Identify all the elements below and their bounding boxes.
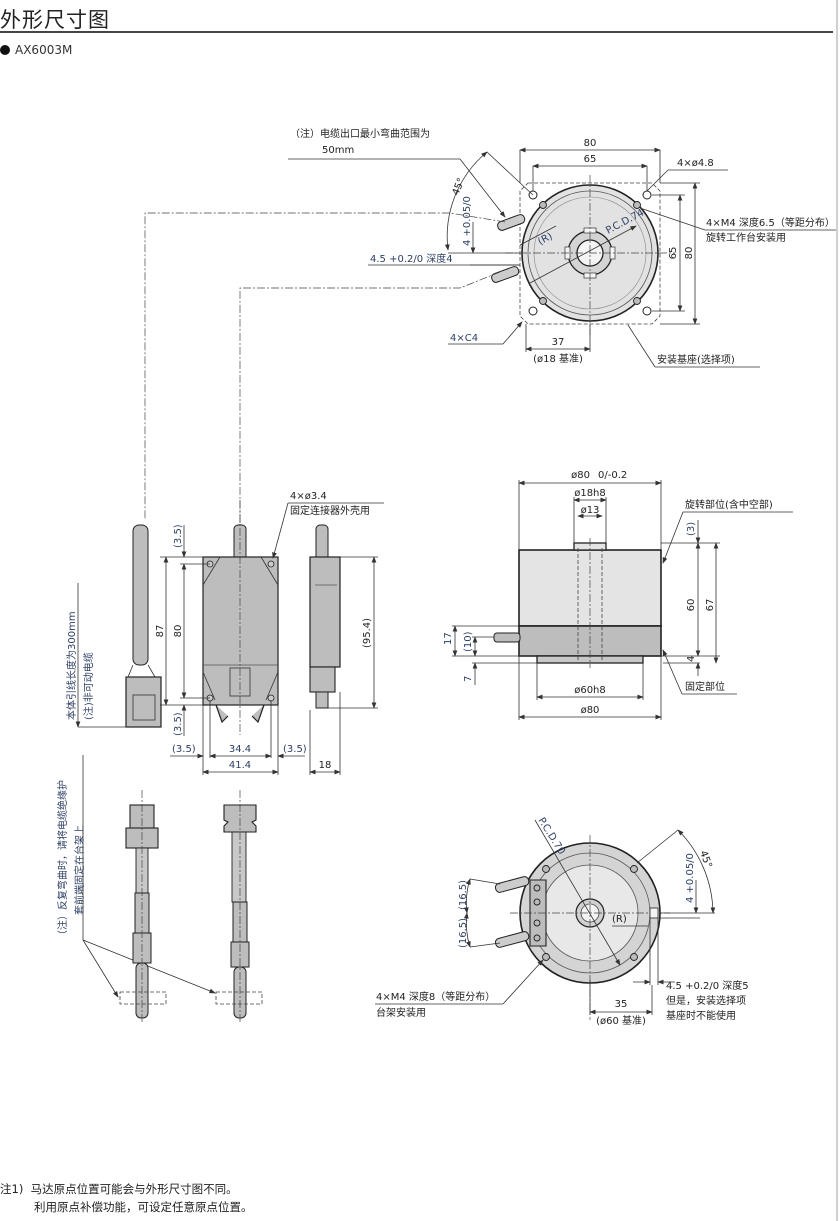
- bottom-tapped-hole: [542, 953, 550, 961]
- dim-3-5-bottom: (3.5): [173, 712, 184, 736]
- mounting-base-outline: [519, 182, 661, 325]
- r-mark-bottom: (R): [612, 914, 627, 925]
- dim-41-4: 41.4: [229, 760, 251, 771]
- housing-holes-label: 4×ø3.4: [290, 491, 327, 502]
- tapped-holes-use-label: 旋转工作台安装用: [706, 231, 786, 244]
- bottom-cable-stub: [494, 931, 530, 948]
- dim-80-width: 80: [584, 138, 597, 149]
- tapped-hole: [633, 201, 641, 209]
- dim-16-5-b: (16.5): [458, 918, 469, 948]
- dim-7: 7: [463, 676, 474, 682]
- cable-stub-side: [315, 524, 329, 561]
- model-label: AX6003M: [0, 43, 72, 57]
- tapped-hole: [539, 297, 547, 305]
- dim-60: 60: [686, 599, 697, 612]
- bottom-tapped-hole: [542, 865, 550, 873]
- side-view: ø80 0/-0.2 ø18h8 ø13 旋转部位(含中空部) 60 67 (3…: [443, 470, 793, 720]
- fixed-part-label: 固定部位: [685, 680, 725, 693]
- bottom-tapped-hole: [630, 953, 638, 961]
- side-cable-stub: [493, 632, 521, 643]
- housing-hole: [267, 560, 275, 568]
- footnote-line1: 马达原点位置可能会与外形尺寸图不同。: [30, 1182, 238, 1196]
- angle-45-top: 45°: [451, 177, 468, 198]
- chamfer-label: 4×C4: [450, 333, 478, 344]
- page-edge-divider: [836, 0, 838, 1221]
- dim-18: 18: [319, 760, 332, 771]
- dim-87: 87: [155, 625, 166, 638]
- pcd-70-label: P.C.D.70: [535, 816, 566, 857]
- base-hole: [642, 190, 652, 200]
- dim-17: 17: [443, 632, 454, 645]
- ref-18: (ø18 基准): [533, 352, 583, 365]
- key-tol-top: 4 +0.05/0: [462, 196, 473, 246]
- dia-80-bottom: ø80: [581, 705, 600, 716]
- dim-3-5-right: (3.5): [283, 744, 307, 755]
- bullet-icon: [0, 45, 10, 55]
- cable-stub: [491, 266, 520, 283]
- dia-18h8: ø18h8: [574, 488, 606, 499]
- dim-3-5-top: (3.5): [173, 524, 184, 548]
- dim-10: (10): [463, 631, 474, 652]
- tapped-holes-label: 4×M4 深度6.5（等距分布）: [706, 216, 835, 229]
- bottom-tapped-hole: [630, 865, 638, 873]
- dim-80-connector: 80: [173, 625, 184, 638]
- bottom-cable-stub: [494, 876, 530, 893]
- cable-note-line1: （注）反复弯曲时，请将电缆绝缘护: [56, 780, 69, 940]
- connector-plug: [125, 676, 162, 728]
- housing-holes-use: 固定连接器外壳用: [290, 504, 370, 517]
- dia-60h8: ø60h8: [574, 685, 606, 696]
- bottom-key-note-1: 但是，安装选择项: [666, 994, 746, 1007]
- cable-stub: [497, 214, 526, 231]
- footnote: 注1) 马达原点位置可能会与外形尺寸图不同。 利用原点补偿功能，可设定任意原点位…: [0, 1180, 253, 1216]
- dia-13: ø13: [581, 505, 600, 516]
- key-slot-top: 4.5 +0.2/0 深度4: [370, 252, 453, 265]
- ref-60: (ø60 基准): [596, 1014, 646, 1027]
- cable-bend-note: （注）电缆出口最小弯曲范围为: [290, 127, 430, 140]
- dim-80-height: 80: [684, 247, 695, 260]
- dim-35: 35: [615, 999, 628, 1010]
- dia-80-tol: 0/-0.2: [598, 470, 627, 481]
- connector-views: 本体引线长度为300mm (注)非可动电缆 4×ø3.4 固定连接器外壳用 87: [65, 491, 384, 775]
- cable-note-line2: 套前端固定在台架上: [73, 825, 86, 915]
- connector-housing-front: [202, 556, 279, 706]
- dim-3-5-left: (3.5): [172, 744, 196, 755]
- base-hole: [642, 306, 652, 316]
- page-title: 外形尺寸图: [0, 8, 110, 32]
- cable-length-note: 本体引线长度为300mm: [65, 611, 78, 720]
- base-hole: [528, 306, 538, 316]
- model-name: AX6003M: [15, 43, 73, 57]
- tapped-hole: [633, 297, 641, 305]
- base-holes-label: 4×ø4.8: [677, 158, 714, 169]
- footnote-line2: 利用原点补偿功能，可设定任意原点位置。: [34, 1200, 253, 1214]
- title-divider: [0, 31, 833, 33]
- dim-34-4: 34.4: [229, 744, 251, 755]
- base-option-label: 安装基座(选择项): [657, 353, 735, 366]
- dim-65-height: 65: [668, 247, 679, 260]
- bottom-tapped-holes-use: 台架安装用: [376, 1006, 426, 1019]
- dim-65-width: 65: [584, 154, 597, 165]
- connector-housing-side: [309, 556, 341, 668]
- tapped-hole: [539, 201, 547, 209]
- dia-80-top: ø80: [571, 470, 590, 481]
- bottom-tapped-holes-label: 4×M4 深度8（等距分布）: [376, 990, 495, 1003]
- dim-3: (3): [686, 522, 697, 536]
- top-view: P.C.D.74 (R) 80 65 65 80 4×ø4.8 4×M4 深度6…: [144, 127, 836, 525]
- dim-4: 4: [686, 656, 697, 662]
- bottom-view: P.C.D.70 (R) 45° 4 +0.05/0 (16.5) (16.5)…: [375, 816, 749, 1027]
- key-tol-bottom: 4 +0.05/0: [685, 853, 696, 903]
- cable-body: [132, 524, 149, 666]
- cable-views: （注）反复弯曲时，请将电缆绝缘护 套前端固定在台架上: [56, 755, 263, 1022]
- angle-45-bottom: 45°: [697, 849, 713, 869]
- dim-37: 37: [552, 337, 565, 348]
- rotating-part-label: 旋转部位(含中空部): [685, 498, 773, 511]
- bottom-key-note-2: 基座时不能使用: [666, 1009, 736, 1022]
- cable-bend-note-2: 50mm: [322, 145, 354, 156]
- non-movable-note: (注)非可动电缆: [82, 652, 95, 720]
- footnote-label: 注1): [0, 1182, 24, 1196]
- dim-16-5-a: (16.5): [458, 880, 469, 910]
- bottom-key-slot: 4.5 +0.2/0 深度5: [666, 979, 749, 992]
- dim-67: 67: [705, 599, 716, 612]
- dim-95-4: (95.4): [362, 618, 373, 648]
